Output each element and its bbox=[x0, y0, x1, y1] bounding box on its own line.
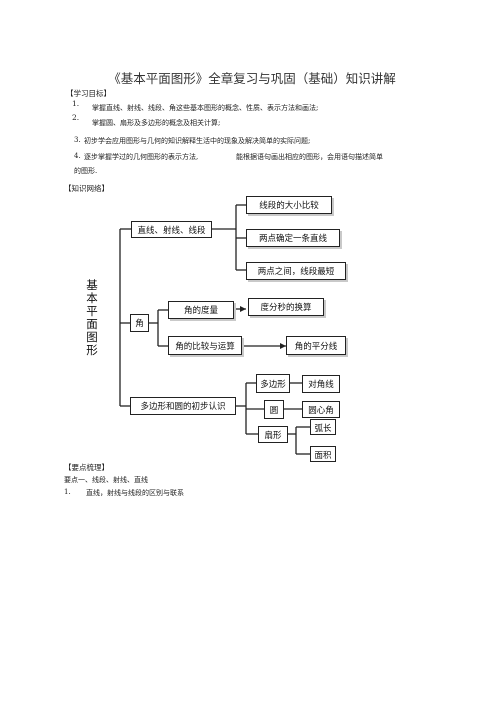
goals-header: 【学习目标】 bbox=[66, 89, 111, 98]
node-polygon-circle: 多边形和圆的初步认识 bbox=[130, 397, 236, 415]
node-lines-rays-segments: 直线、射线、线段 bbox=[131, 221, 212, 238]
key-points-header: 【要点梳理】 bbox=[64, 463, 109, 472]
node-segment-comparison: 线段的大小比较 bbox=[246, 196, 332, 214]
page-title: 《基本平面图形》全章复习与巩固（基础）知识讲解 bbox=[108, 71, 396, 86]
diagram-root-title: 基本平面图形 bbox=[86, 279, 100, 357]
node-circle: 圆 bbox=[264, 400, 284, 419]
goal-text-2: 掌握圆、扇形及多边形的概念及相关计算; bbox=[92, 119, 221, 127]
key-point-1-text: 直线，射线与线段的区别与联系 bbox=[86, 489, 184, 497]
goal-num-2: 2. bbox=[72, 113, 80, 122]
goal-num-4: 4. bbox=[74, 152, 81, 160]
node-angle-comparison: 角的比较与运算 bbox=[168, 336, 242, 355]
node-central-angle: 圆心角 bbox=[302, 401, 340, 418]
node-two-points-line: 两点确定一条直线 bbox=[246, 229, 340, 247]
node-sector: 扇形 bbox=[258, 426, 288, 443]
node-diagonal: 对角线 bbox=[302, 375, 340, 393]
goal-text-4b: 能根据语句画出相应的图形，会用语句描述简单 bbox=[236, 153, 383, 161]
node-area: 面积 bbox=[310, 446, 336, 462]
node-angle-bisector: 角的平分线 bbox=[286, 336, 346, 355]
goal-num-1: 1. bbox=[72, 99, 80, 108]
goal-text-4a: 逐步掌握学过的几何图形的表示方法, bbox=[84, 153, 199, 161]
node-angle-measure: 角的度量 bbox=[168, 301, 234, 319]
goal-text-3: 初步学会应用图形与几何的知识解释生活中的现象及解决简单的实际问题; bbox=[84, 137, 311, 145]
node-shortest-segment: 两点之间，线段最短 bbox=[246, 262, 346, 280]
network-header: 【知识网络】 bbox=[64, 184, 109, 193]
goal-text-4c: 的图形. bbox=[74, 167, 98, 175]
node-polygon: 多边形 bbox=[256, 374, 290, 393]
node-angle: 角 bbox=[130, 314, 149, 332]
node-arc-length: 弧长 bbox=[310, 419, 336, 435]
goal-text-1: 掌握直线、射线、线段、角这些基本图形的概念、性质、表示方法和画法; bbox=[92, 104, 319, 112]
goal-num-3: 3. bbox=[74, 136, 81, 144]
key-point-1-num: 1. bbox=[64, 488, 71, 496]
node-dms-conversion: 度分秒的换算 bbox=[248, 298, 324, 316]
diagram-root-label: 基本平面图形 bbox=[86, 278, 98, 357]
key-point-1-title: 要点一、线段、射线、直线 bbox=[64, 476, 148, 484]
